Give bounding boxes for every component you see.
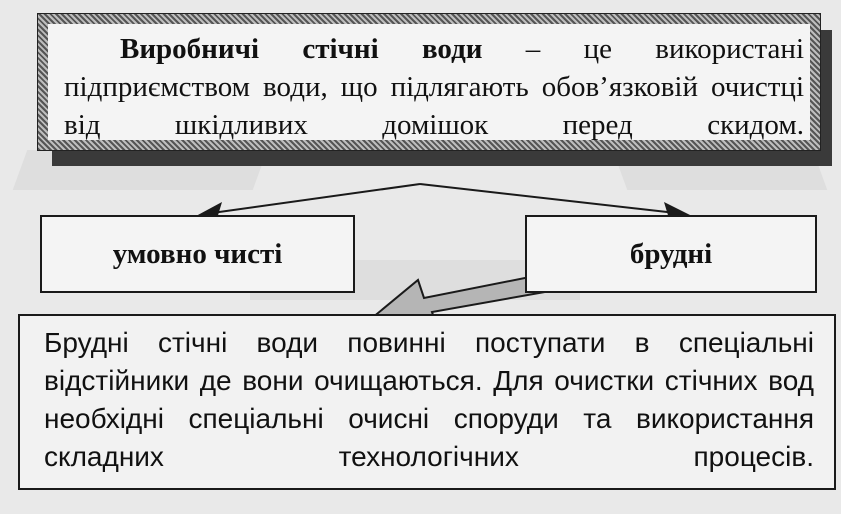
definition-body: – це використані підприємством води, що … [64, 33, 804, 141]
definition-text: Виробничі стічні води – це використані п… [64, 30, 804, 182]
category-conditionally-clean: умовно чисті [40, 215, 355, 293]
note-box [18, 314, 836, 490]
definition-box [37, 13, 821, 151]
category-label: брудні [629, 237, 713, 270]
split-arrow [211, 183, 677, 214]
definition-term: Виробничі стічні води [120, 33, 483, 65]
category-dirty: брудні [525, 215, 817, 293]
note-text: Брудні стічні води повинні поступати в с… [44, 327, 814, 472]
category-label: умовно чисті [112, 237, 283, 270]
